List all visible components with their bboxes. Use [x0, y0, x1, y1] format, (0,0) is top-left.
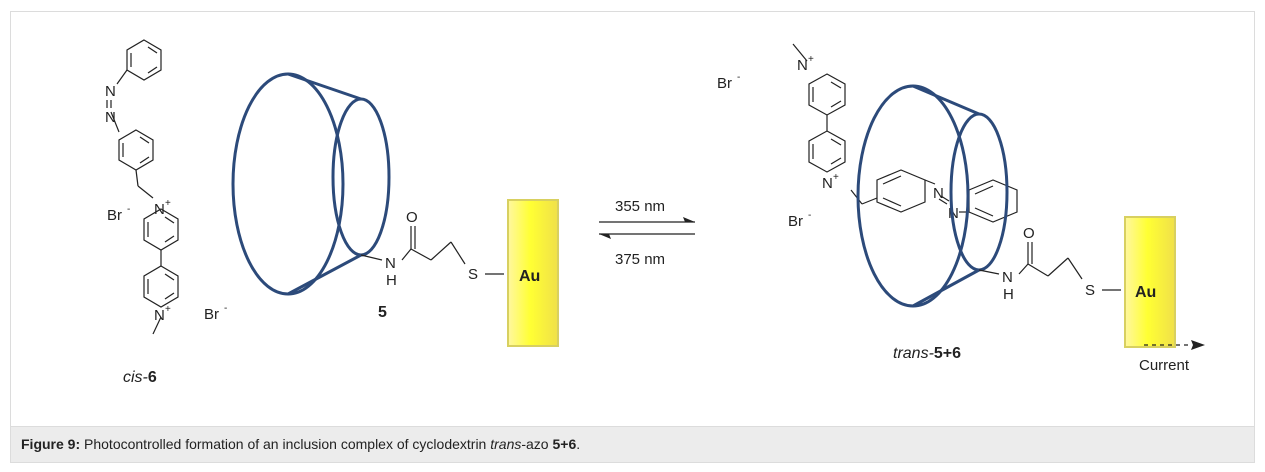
phenyl-ring-top [126, 39, 162, 81]
current-arrow [1144, 340, 1205, 350]
bromide-label: Br [788, 213, 803, 230]
bromide-label: Br [204, 306, 219, 323]
caption-text: -azo [521, 436, 553, 452]
gold-electrode-left [507, 199, 559, 347]
caption-italic: trans [490, 436, 522, 452]
phenyl-ring-guest [876, 169, 926, 213]
caption-bold: 5+6 [552, 436, 577, 452]
caption-text: Photocontrolled formation of an inclusio… [80, 436, 491, 452]
bromide-charge: - [127, 204, 130, 215]
bromide-charge: - [224, 303, 227, 314]
azo-n-upper: N [105, 83, 116, 100]
cyclodextrin-cone-right [856, 84, 1009, 308]
figure-caption: Figure 9: Photocontrolled formation of a… [11, 426, 1254, 462]
amide-hydrogen: H [386, 272, 397, 289]
bromide-label: Br [107, 207, 122, 224]
amide-hydrogen: H [1003, 286, 1014, 303]
figure-frame: N N Br - N + N + Br - cis-6 [10, 11, 1255, 463]
bromide-label: Br [717, 75, 732, 92]
bromide-charge: - [808, 210, 811, 221]
host-label-5: 5 [378, 304, 387, 321]
pyridinium-ring-lower [143, 265, 179, 308]
compound-label-cis-6: cis-6 [123, 369, 157, 386]
amide-oxygen: O [406, 209, 418, 226]
pyridinium-charge: + [808, 54, 814, 65]
reverse-wavelength: 375 nm [615, 251, 665, 268]
gold-label: Au [1135, 284, 1156, 301]
gold-electrode-right [1124, 216, 1176, 348]
cyclodextrin-cone-left [231, 72, 391, 296]
pyridinium-ring-upper [808, 73, 846, 116]
phenyl-ring-middle [118, 129, 154, 171]
pyridinium-charge: + [165, 198, 171, 209]
pyridinium-n-upper: N [797, 57, 808, 74]
trans-6-guest [792, 43, 1018, 223]
pyridinium-n-upper: N [154, 201, 165, 218]
azo-n-lower: N [105, 109, 116, 126]
forward-wavelength: 355 nm [615, 198, 665, 215]
pyridinium-charge: + [165, 304, 171, 315]
amide-linker-left [360, 226, 504, 275]
figure-area: N N Br - N + N + Br - cis-6 [11, 12, 1254, 426]
gold-label: Au [519, 268, 540, 285]
thioether-sulfur: S [1085, 282, 1095, 299]
amide-oxygen: O [1023, 225, 1035, 242]
thioether-sulfur: S [468, 266, 478, 283]
amide-nitrogen: N [385, 255, 396, 272]
pyridinium-charge: + [833, 172, 839, 183]
complex-label-trans-5-6: trans-5+6 [893, 345, 961, 362]
amide-nitrogen: N [1002, 269, 1013, 286]
bromide-charge: - [737, 72, 740, 83]
current-label: Current [1139, 357, 1190, 374]
reaction-scheme: N N Br - N + N + Br - cis-6 [105, 39, 1205, 386]
equilibrium-arrows [599, 217, 695, 239]
amide-linker-right [978, 242, 1121, 291]
azo-n-upper: N [933, 185, 944, 202]
pyridinium-n-lower: N [154, 307, 165, 324]
pyridinium-ring-lower [808, 130, 846, 173]
caption-label: Figure 9: [21, 436, 81, 452]
caption-text: . [576, 436, 581, 452]
cis-6-molecule [110, 39, 179, 335]
pyridinium-n-lower: N [822, 175, 833, 192]
